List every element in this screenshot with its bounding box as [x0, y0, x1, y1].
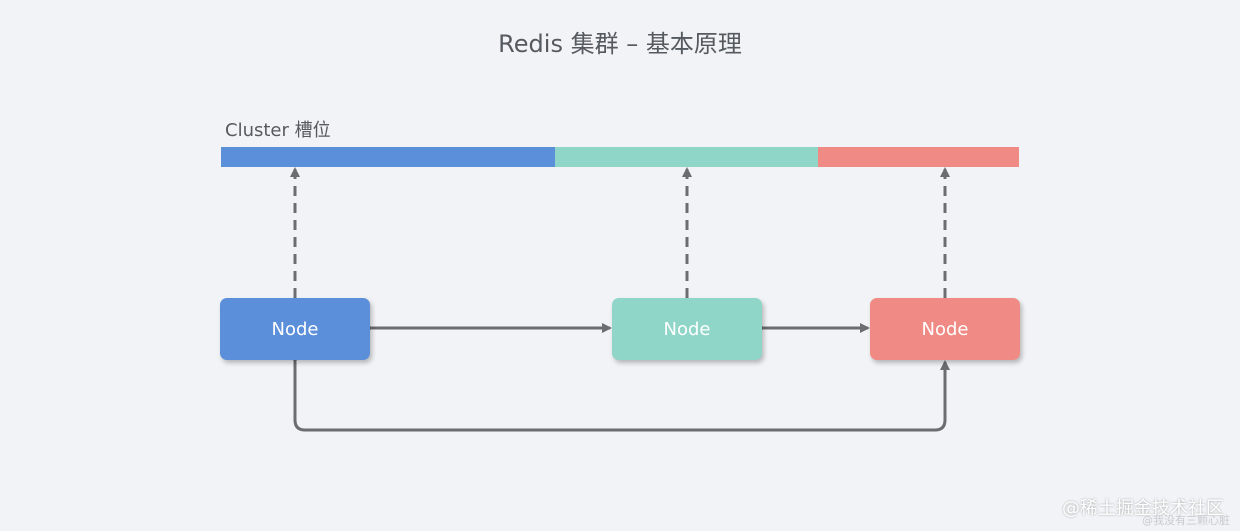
node-1-label: Node [271, 318, 319, 340]
slot-segment-2 [555, 147, 818, 167]
node-1: Node [220, 298, 370, 360]
slot-segment-3 [818, 147, 1019, 167]
slot-segment-1 [221, 147, 555, 167]
node-2: Node [612, 298, 762, 360]
watermark-primary: @稀土掘金技术社区 [1062, 498, 1224, 519]
cluster-slot-bar [221, 147, 1019, 167]
node-link-1-3 [290, 354, 950, 432]
node-3: Node [870, 298, 1020, 360]
node-2-label: Node [663, 318, 711, 340]
diagram-title: Redis 集群 – 基本原理 [498, 30, 742, 58]
watermark-secondary: @我没有三颗心脏 [1142, 514, 1230, 527]
node-3-label: Node [921, 318, 969, 340]
cluster-slot-label: Cluster 槽位 [225, 120, 331, 141]
